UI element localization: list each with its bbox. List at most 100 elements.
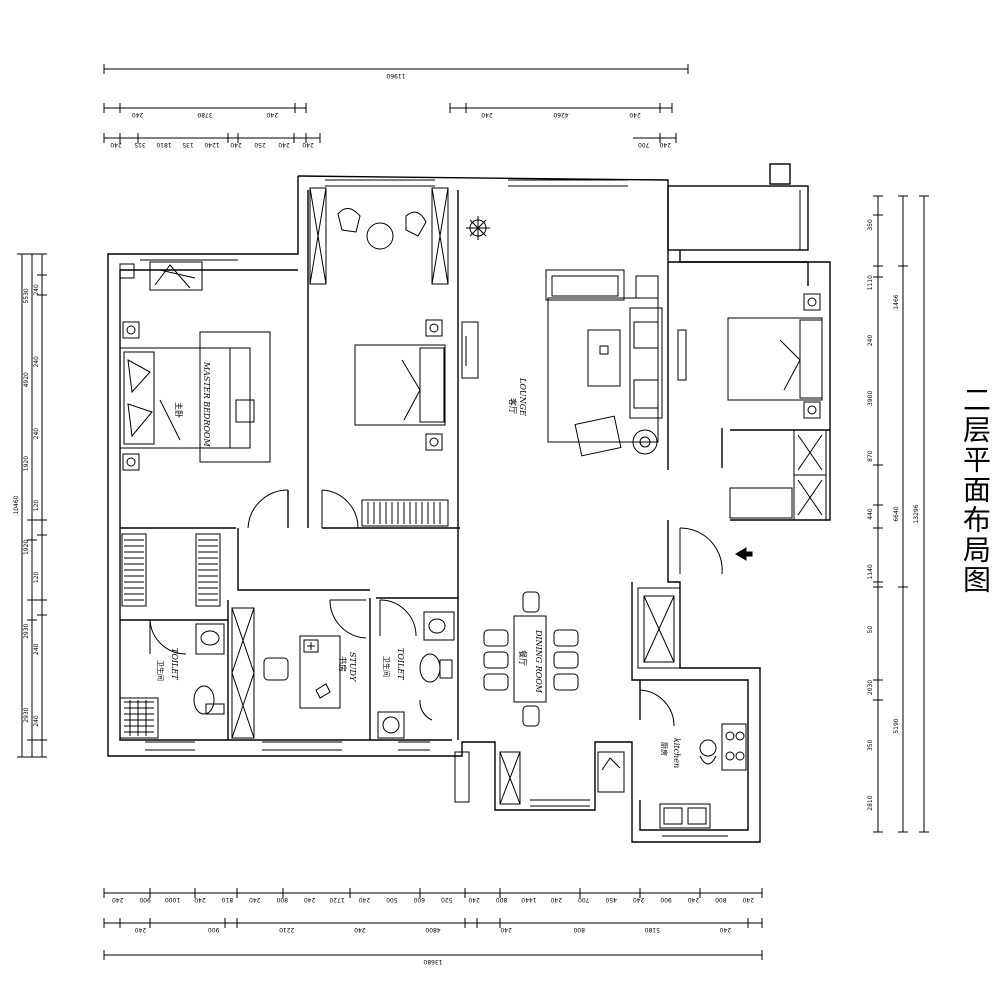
dim-bottom-fine: 1440 <box>521 896 536 903</box>
dim-bottom-fine: 500 <box>386 896 398 903</box>
windows <box>140 179 801 837</box>
master-bedroom-en: MASTER BEDROOM <box>202 361 211 447</box>
entrance-arrow-icon <box>735 547 753 561</box>
dim-top-fine: 240 <box>278 141 290 148</box>
dim-right-inner: 50 <box>867 626 874 634</box>
dim-left-mid: 4920 <box>23 372 30 387</box>
toilet-right-cn: 卫生间 <box>382 656 391 677</box>
kitchen-fixtures <box>597 587 747 829</box>
doors <box>149 489 723 727</box>
dim-left-small: 240 <box>33 428 40 440</box>
dim-bottom-fine: 800 <box>715 896 727 903</box>
dim-bottom-fine: 240 <box>688 896 700 903</box>
dim-top-mid: 240 <box>629 111 641 118</box>
dim-left-total: 10460 <box>13 495 20 514</box>
dim-bottom-fine: 700 <box>578 896 590 903</box>
dim-right-inner: 350 <box>867 739 874 751</box>
dim-bottom-fine: 240 <box>194 896 206 903</box>
dim-bottom-fine: 240 <box>304 896 316 903</box>
dim-left-small: 120 <box>33 571 40 583</box>
dim-left-mid: 2930 <box>23 707 30 722</box>
kitchen-cn: 厨房 <box>660 742 669 756</box>
dim-left-mid: 1920 <box>23 540 30 555</box>
dim-bottom-fine: 240 <box>550 896 562 903</box>
page-title: 二层平面布局图 <box>959 385 992 595</box>
dim-right-total: 13296 <box>913 504 920 523</box>
dim-right-inner: 440 <box>867 508 874 520</box>
dim-bottom-fine: 520 <box>441 896 453 903</box>
dim-bottom-fine: 800 <box>496 896 508 903</box>
toilet-left-cn: 卫生间 <box>156 660 165 681</box>
dim-top-fine: 240 <box>230 141 242 148</box>
toilet-left-en: TOILET <box>170 648 179 680</box>
dim-bottom-fine: 240 <box>249 896 261 903</box>
dim-top-fine: 240 <box>659 141 671 148</box>
dim-bottom-mid: 900 <box>208 926 220 933</box>
dim-left-small: 240 <box>33 356 40 368</box>
dim-right-inner: 350 <box>867 219 874 231</box>
dim-top-fine: 135 <box>182 141 194 148</box>
dim-right-inner: 3900 <box>867 391 874 406</box>
dim-top-mid: 4260 <box>553 111 568 118</box>
dim-bottom-fine: 1000 <box>165 896 180 903</box>
toilet-left-fixtures <box>119 623 225 739</box>
dim-bottom-mid: 800 <box>573 926 585 933</box>
room-labels: 主卧 MASTER BEDROOM 客厅 LOUNGE 餐厅 DINING RO… <box>156 361 681 768</box>
dim-right-mid: 1466 <box>893 294 900 309</box>
master-bedroom-cn: 主卧 <box>174 402 184 418</box>
dim-bottom-fine: 240 <box>742 896 754 903</box>
dim-left-mid: 1920 <box>23 456 30 471</box>
dim-bottom-fine: 450 <box>605 896 617 903</box>
dim-top-total: 11960 <box>386 72 405 79</box>
dim-left-small: 120 <box>33 500 40 512</box>
dim-top-fine: 240 <box>302 141 314 148</box>
dim-right-inner: 2810 <box>867 795 874 810</box>
dim-bottom-mid: 240 <box>135 926 147 933</box>
dimension-bottom <box>103 888 763 960</box>
dining-cn: 餐厅 <box>518 650 527 666</box>
dim-bottom-mid: 240 <box>500 926 512 933</box>
lounge-en: LOUNGE <box>518 377 527 416</box>
dim-top-mid: 240 <box>266 111 278 118</box>
dim-bottom-fine: 240 <box>633 896 645 903</box>
dim-left-small: 240 <box>33 284 40 296</box>
second-bedroom-furniture <box>309 187 479 527</box>
dim-bottom-fine: 810 <box>221 896 233 903</box>
dim-bottom-mid: 5180 <box>645 926 660 933</box>
right-bedroom-furniture <box>727 293 827 521</box>
dimension-top <box>103 64 689 143</box>
dining-furniture <box>454 591 579 805</box>
dim-right-inner: 1110 <box>867 275 874 290</box>
toilet-right-fixtures <box>377 611 455 739</box>
dim-left-mid: 5530 <box>23 288 30 303</box>
toilet-right-en: TOILET <box>396 648 405 680</box>
dim-right-inner: 2030 <box>867 680 874 695</box>
dim-top-fine: 250 <box>254 141 266 148</box>
dimension-left <box>17 253 47 758</box>
dim-bottom-total: 13680 <box>423 958 442 965</box>
corridor-cabinets <box>121 533 221 607</box>
dim-top-fine: 240 <box>110 141 122 148</box>
dim-bottom-fine: 240 <box>359 896 371 903</box>
kitchen-en: kitchen <box>672 738 681 768</box>
dim-bottom-mid: 4800 <box>425 926 440 933</box>
dim-left-small: 240 <box>33 715 40 727</box>
dim-top-mid: 3780 <box>197 111 212 118</box>
dim-left-mid: 2930 <box>23 623 30 638</box>
dim-right-mid: 5190 <box>893 718 900 733</box>
dim-bottom-fine: 1720 <box>329 896 344 903</box>
study-en: STUDY <box>348 652 357 682</box>
dim-right-inner: 1140 <box>867 564 874 579</box>
dim-bottom-fine: 900 <box>139 896 151 903</box>
study-furniture <box>231 607 341 739</box>
master-bedroom-furniture <box>119 261 271 471</box>
dim-right-inner: 240 <box>867 335 874 347</box>
dim-bottom-fine: 240 <box>468 896 480 903</box>
lounge-cn: 客厅 <box>508 398 518 414</box>
dim-bottom-fine: 900 <box>660 896 672 903</box>
dim-right-inner: 870 <box>867 450 874 462</box>
dining-en: DINING ROOM <box>534 629 543 694</box>
dim-top-fine: 700 <box>638 141 650 148</box>
dim-right-mid: 6640 <box>893 506 900 521</box>
